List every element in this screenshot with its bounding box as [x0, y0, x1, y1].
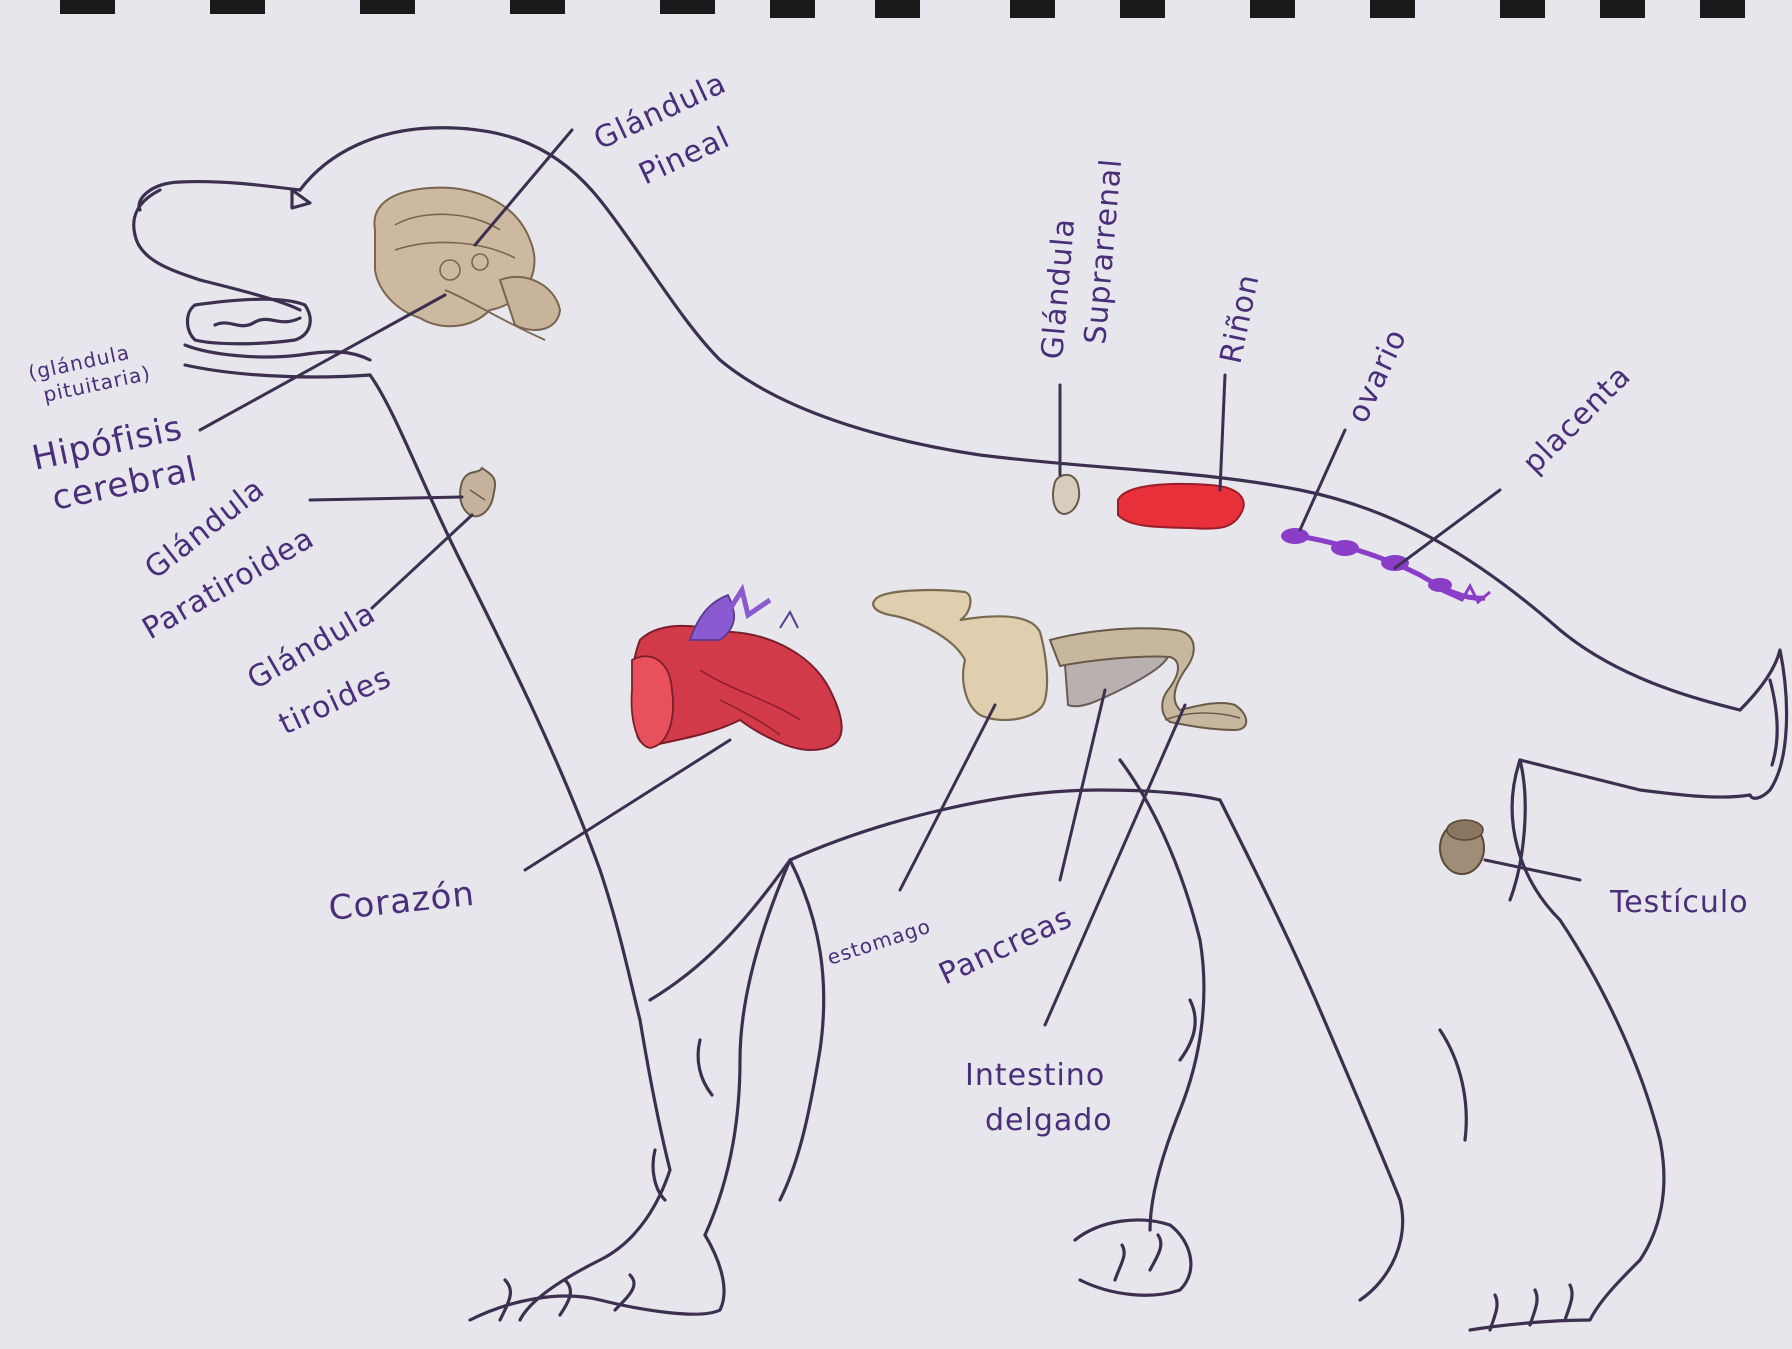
label-ovary: ovario — [1341, 323, 1415, 428]
adrenal-organ — [1053, 475, 1079, 514]
label-pancreas: Pancreas — [934, 900, 1078, 992]
stomach-organ — [873, 590, 1047, 720]
organs — [374, 188, 1490, 874]
label-adrenal-line1: Glándula — [1035, 216, 1082, 360]
notebook-edge-marks — [60, 0, 1745, 18]
label-stomach: estomago — [824, 914, 934, 970]
label-intestine-line2: delgado — [985, 1103, 1113, 1138]
label-heart: Corazón — [327, 874, 477, 929]
label-adrenal-line2: Suprarrenal — [1078, 157, 1129, 346]
heart-organ — [632, 590, 842, 750]
label-intestine-line1: Intestino — [965, 1058, 1105, 1093]
label-testicle: Testículo — [1609, 885, 1749, 920]
label-kidney: Riñon — [1214, 271, 1267, 367]
thyroid-organ — [460, 468, 495, 516]
testicle-organ — [1440, 820, 1484, 874]
label-placenta: placenta — [1516, 358, 1638, 480]
kidney-organ — [1118, 484, 1244, 529]
ovary-organ — [1281, 528, 1490, 602]
dog-outline — [134, 128, 1787, 1330]
